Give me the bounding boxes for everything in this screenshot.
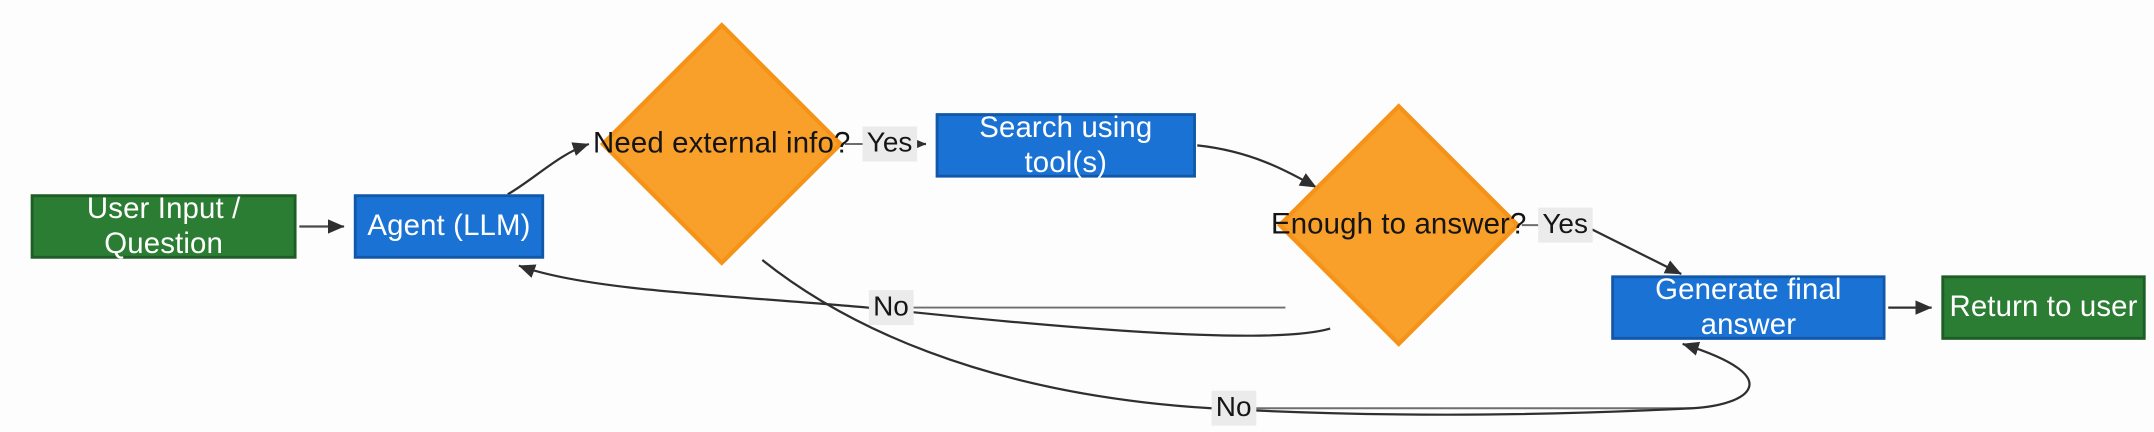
edge-enough-no-to-agent <box>518 264 1331 337</box>
node-generate-final-answer[interactable]: Generate final answer <box>1611 273 1886 342</box>
edge-label-enough-to-answer-no: No <box>868 290 914 326</box>
node-generate-final-answer-label: Generate final answer <box>1655 273 1842 342</box>
node-need-external-info-label: Need external info? <box>593 127 851 160</box>
edge-label-need-external-info-no: No <box>1211 390 1256 426</box>
node-enough-to-answer-label: Enough to answer? <box>1270 208 1527 242</box>
node-agent-llm-label: Agent (LLM) <box>367 210 531 243</box>
node-need-external-info[interactable]: Need external info? <box>593 22 850 266</box>
node-return-to-user[interactable]: Return to user <box>1941 275 2146 340</box>
node-search-using-tools[interactable]: Search using tool(s) <box>935 111 1196 179</box>
node-agent-llm[interactable]: Agent (LLM) <box>353 194 545 259</box>
node-enough-to-answer[interactable]: Enough to answer? <box>1271 103 1526 347</box>
node-user-input-label: User Input / Question <box>86 192 241 261</box>
edge-agent-to-need-external-info <box>507 142 590 196</box>
node-user-input[interactable]: User Input / Question <box>30 192 297 261</box>
diamond-shape-need-external-info <box>600 22 844 266</box>
edge-yes-to-generate-answer <box>1588 226 1682 276</box>
edge-label-enough-to-answer-yes: Yes <box>1538 207 1593 243</box>
node-return-to-user-label: Return to user <box>1949 291 2138 324</box>
edge-need-no-to-generate-answer <box>761 259 1751 416</box>
node-search-using-tools-label: Search using tool(s) <box>979 111 1153 179</box>
edge-label-need-external-info-yes: Yes <box>862 126 917 162</box>
diamond-shape-enough-to-answer <box>1277 103 1521 347</box>
